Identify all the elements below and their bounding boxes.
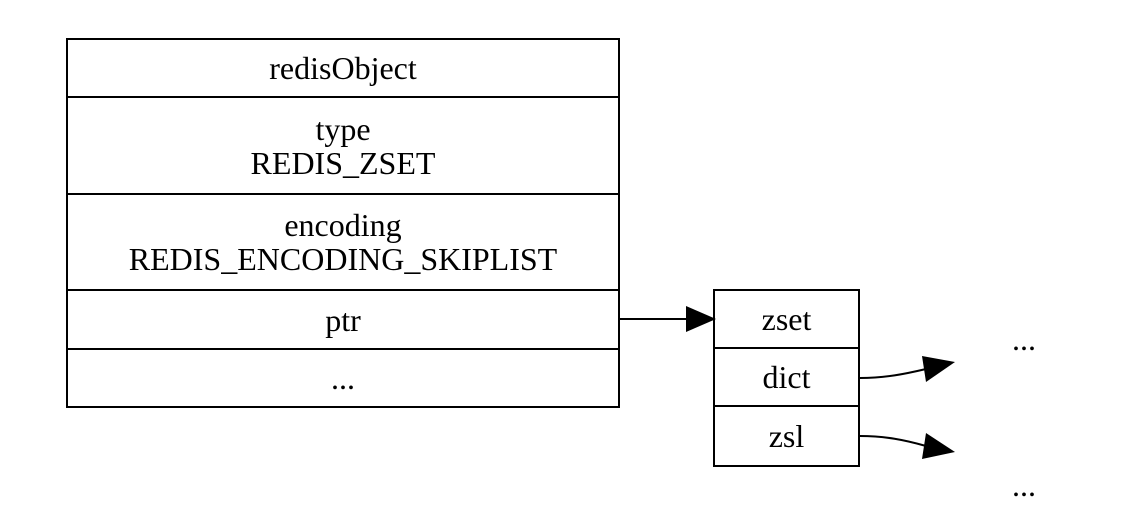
redis-object-title-cell: redisObject: [68, 40, 618, 98]
redis-object-title: redisObject: [269, 50, 417, 86]
zsl-field-label: zsl: [768, 418, 805, 454]
dict-to-target-edge: [859, 356, 955, 382]
encoding-field-cell: encoding REDIS_ENCODING_SKIPLIST: [68, 195, 618, 291]
zsl-target-node: ...: [1012, 467, 1036, 503]
zset-title: zset: [761, 301, 812, 337]
type-field-cell: type REDIS_ZSET: [68, 98, 618, 195]
dict-field-cell: dict: [715, 349, 858, 407]
ptr-to-zset-edge: [620, 306, 716, 332]
encoding-field-label: encoding: [284, 207, 402, 243]
type-field-value: REDIS_ZSET: [250, 144, 436, 181]
zset-record: zset dict zsl: [713, 289, 860, 467]
zsl-to-target-edge: [859, 433, 955, 459]
rest-fields-cell: ...: [68, 350, 618, 406]
dict-target-node: ...: [1012, 321, 1036, 357]
rest-fields-label: ...: [331, 360, 355, 396]
dict-field-label: dict: [762, 359, 811, 395]
redis-object-record: redisObject type REDIS_ZSET encoding RED…: [66, 38, 620, 408]
type-field-label: type: [315, 110, 371, 147]
ptr-field-label: ptr: [325, 301, 361, 338]
zset-title-cell: zset: [715, 291, 858, 349]
ptr-field-cell: ptr: [68, 291, 618, 350]
encoding-field-value: REDIS_ENCODING_SKIPLIST: [128, 241, 558, 277]
zsl-field-cell: zsl: [715, 407, 858, 465]
